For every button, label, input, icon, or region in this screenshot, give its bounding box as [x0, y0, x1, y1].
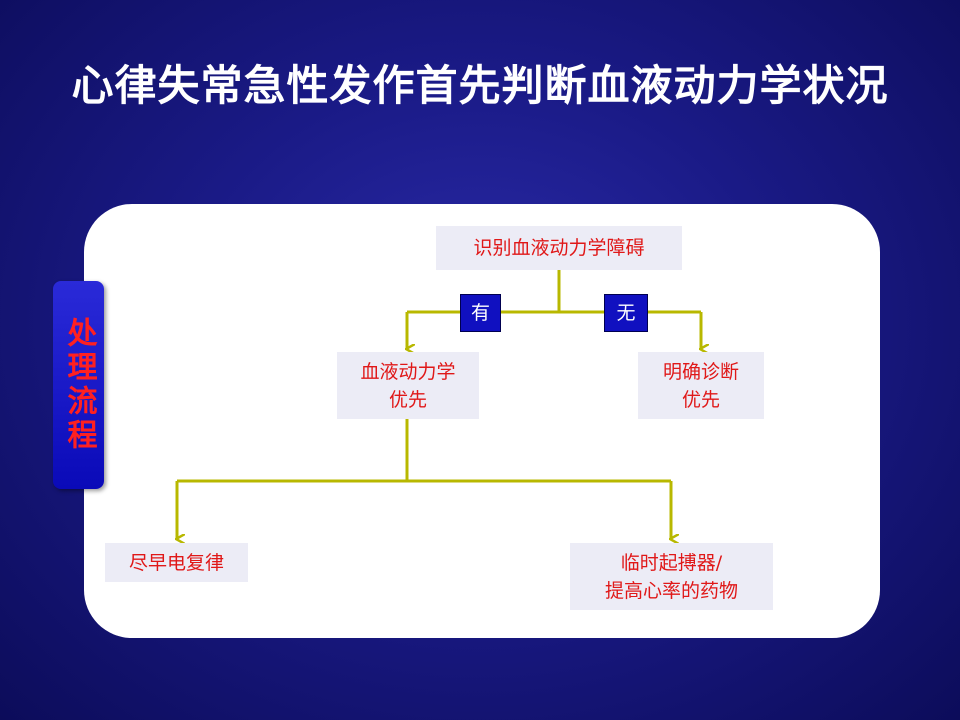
- node-early-cardioversion: 尽早电复律: [105, 543, 248, 582]
- slide-title: 心律失常急性发作首先判断血液动力学状况: [71, 61, 889, 110]
- node-hemodynamic-first: 血液动力学 优先: [337, 352, 479, 419]
- node-pacing-drugs: 临时起搏器/ 提高心率的药物: [570, 543, 773, 610]
- side-tab: 处理流程: [53, 281, 104, 489]
- node-identify-hemodynamic: 识别血液动力学障碍: [436, 226, 682, 270]
- edge-label-no: 无: [604, 294, 648, 332]
- node-diagnosis-first: 明确诊断 优先: [638, 352, 764, 419]
- side-tab-label: 处理流程: [61, 317, 97, 453]
- edge-label-yes: 有: [460, 294, 501, 332]
